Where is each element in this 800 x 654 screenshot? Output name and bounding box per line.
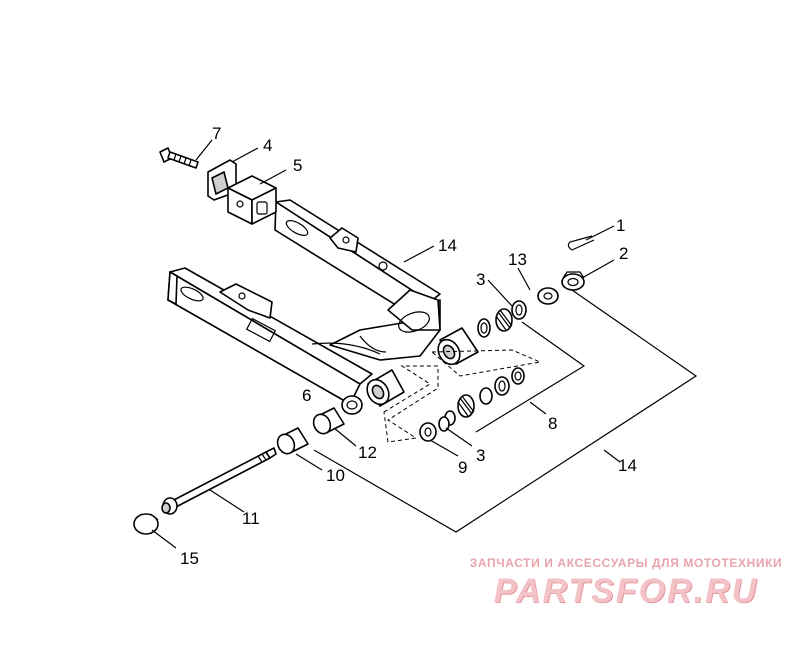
callout-6: 6 xyxy=(302,386,311,405)
callout-15: 15 xyxy=(180,549,199,568)
dashed-box-lower xyxy=(383,365,439,443)
bearing-upper xyxy=(477,308,513,338)
callout-9: 9 xyxy=(458,458,467,477)
callout-14-swingarm: 14 xyxy=(438,236,457,255)
callout-13: 13 xyxy=(508,250,527,269)
callout-3-upper: 3 xyxy=(476,270,485,289)
dashed-box-upper xyxy=(430,349,542,377)
callout-12: 12 xyxy=(358,443,377,462)
callout-2: 2 xyxy=(619,244,628,263)
callout-4: 4 xyxy=(263,136,272,155)
part-8-bearing-set xyxy=(444,367,525,426)
callout-10: 10 xyxy=(326,466,345,485)
callout-8: 8 xyxy=(548,414,557,433)
leader-lines xyxy=(151,139,698,549)
part-15-cap xyxy=(133,513,159,535)
part-9-washer xyxy=(419,422,437,442)
part-6-spacer xyxy=(341,395,363,415)
part-10-bushing xyxy=(276,427,309,455)
watermark-tagline: ЗАПЧАСТИ И АКСЕССУАРЫ ДЛЯ МОТОТЕХНИКИ xyxy=(469,556,783,570)
part-12-bushing xyxy=(312,407,345,435)
callout-3-lower: 3 xyxy=(476,446,485,465)
callout-14-assembly: 14 xyxy=(618,456,637,475)
swingarm xyxy=(167,199,479,407)
callout-7: 7 xyxy=(212,124,221,143)
part-11-pivot-shaft xyxy=(161,447,277,515)
watermark-brand: PARTSFOR.RU xyxy=(493,572,759,610)
part-3-seal-lower xyxy=(438,416,450,432)
callout-11: 11 xyxy=(242,509,260,528)
part-3-seal-upper xyxy=(511,300,527,320)
watermark-logo: ЗАПЧАСТИ И АКСЕССУАРЫ ДЛЯ МОТОТЕХНИКИ PA… xyxy=(466,556,786,611)
part-1-cotter-pin xyxy=(567,235,595,251)
callout-labels: 1 2 3 3 4 5 6 7 8 9 10 11 12 13 14 14 15 xyxy=(180,124,637,568)
part-13-washer xyxy=(537,287,559,305)
part-7-bolt xyxy=(159,147,199,169)
callout-5: 5 xyxy=(293,156,302,175)
callout-1: 1 xyxy=(616,216,625,235)
part-2-nut xyxy=(561,271,585,291)
